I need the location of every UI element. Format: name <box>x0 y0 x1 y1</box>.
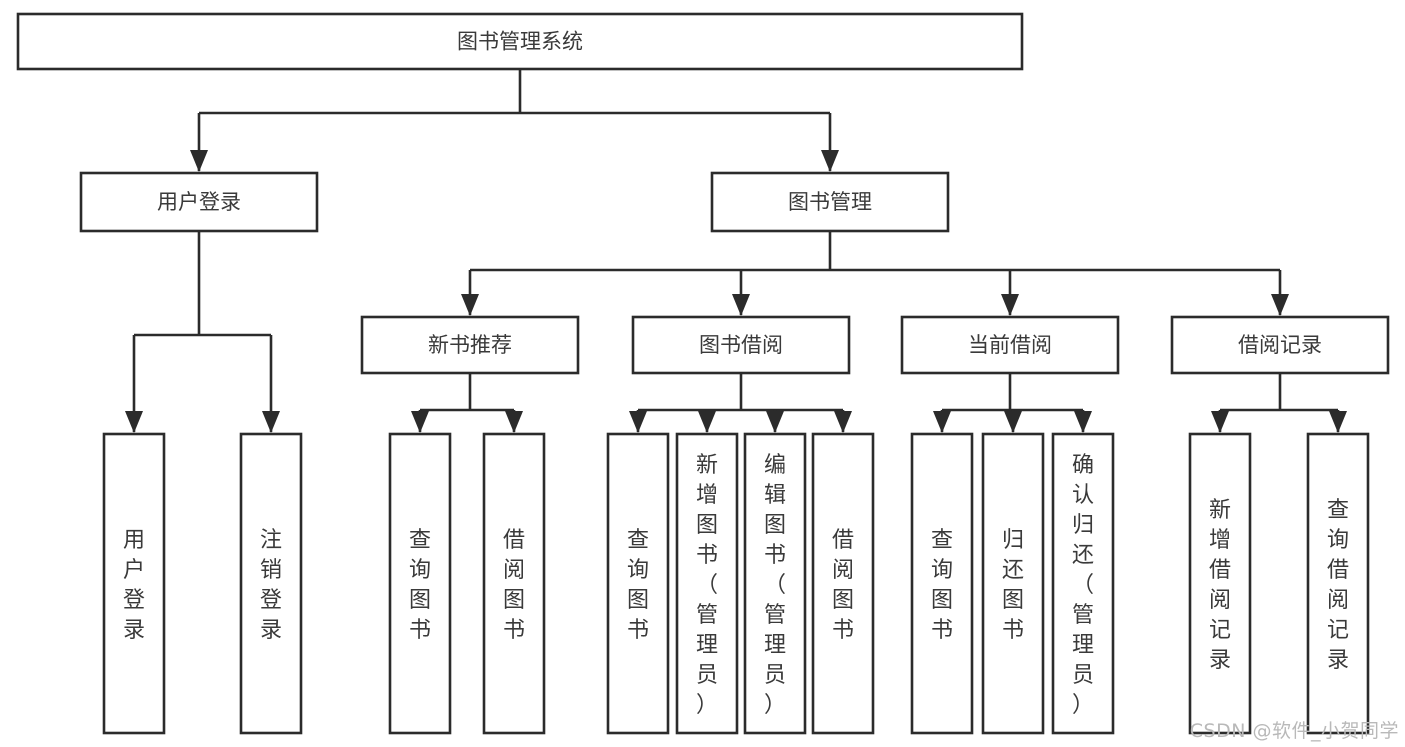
node-box-borrow-record <box>1170 315 1390 375</box>
node-box-leaf-add-borrow-record <box>1188 432 1252 735</box>
arrow-head-icon-leaf-confirm-return-admin <box>1074 411 1092 433</box>
arrow-head-icon-current-borrow <box>1001 294 1019 316</box>
node-label-leaf-query-book-rec: 查询图书 <box>409 528 431 643</box>
arrow-head-icon-leaf-edit-book-admin <box>766 411 784 433</box>
node-label-leaf-borrow-book-rec: 借阅图书 <box>503 528 525 643</box>
node-leaf-borrow-book-rec[interactable]: 借阅图书 <box>482 432 546 735</box>
node-borrow-record[interactable]: 借阅记录 <box>1170 315 1390 375</box>
node-label-new-book-recommend: 新书推荐 <box>428 333 512 357</box>
node-new-book-recommend[interactable]: 新书推荐 <box>360 315 580 375</box>
node-label-root: 图书管理系统 <box>457 30 583 54</box>
arrow-head-icon-leaf-add-book-admin <box>698 411 716 433</box>
node-leaf-borrow-book[interactable]: 借阅图书 <box>811 432 875 735</box>
node-box-leaf-borrow-book-rec <box>482 432 546 735</box>
node-user-login[interactable]: 用户登录 <box>79 171 319 233</box>
node-box-book-borrow <box>631 315 851 375</box>
arrow-head-icon-leaf-query-book-rec <box>411 411 429 433</box>
node-root[interactable]: 图书管理系统 <box>16 12 1024 71</box>
node-label-leaf-query-book-cur: 查询图书 <box>931 528 953 643</box>
node-label-leaf-return-book: 归还图书 <box>1002 528 1024 643</box>
node-leaf-add-book-admin[interactable]: 新增图书（管理员） <box>675 432 739 735</box>
node-label-user-login: 用户登录 <box>157 190 241 214</box>
node-box-leaf-query-book-cur <box>910 432 974 735</box>
node-leaf-return-book[interactable]: 归还图书 <box>981 432 1045 735</box>
node-box-leaf-borrow-book <box>811 432 875 735</box>
node-label-leaf-confirm-return-admin: 确认归还（管理员） <box>1072 453 1094 718</box>
node-label-borrow-record: 借阅记录 <box>1238 333 1322 357</box>
node-box-leaf-add-book-admin <box>675 432 739 735</box>
arrow-head-icon-borrow-record <box>1271 294 1289 316</box>
node-current-borrow[interactable]: 当前借阅 <box>900 315 1120 375</box>
node-label-leaf-query-book-borrow: 查询图书 <box>627 528 649 643</box>
node-label-book-borrow: 图书借阅 <box>699 333 783 357</box>
node-box-leaf-user-login <box>102 432 166 735</box>
node-label-current-borrow: 当前借阅 <box>968 333 1052 357</box>
connectors-layer <box>125 69 1347 433</box>
arrow-head-icon-leaf-return-book <box>1004 411 1022 433</box>
node-box-leaf-query-borrow-record <box>1306 432 1370 735</box>
arrow-head-icon-book-manage <box>821 150 839 172</box>
arrow-head-icon-leaf-borrow-book <box>834 411 852 433</box>
node-box-leaf-edit-book-admin <box>743 432 807 735</box>
arrow-head-icon-leaf-query-book-borrow <box>629 411 647 433</box>
arrow-head-icon-leaf-logout <box>262 411 280 433</box>
node-box-leaf-query-book-borrow <box>606 432 670 735</box>
node-label-book-manage: 图书管理 <box>788 190 872 214</box>
node-leaf-query-book-rec[interactable]: 查询图书 <box>388 432 452 735</box>
node-box-new-book-recommend <box>360 315 580 375</box>
node-label-leaf-user-login: 用户登录 <box>123 528 145 643</box>
arrow-head-icon-user-login <box>190 150 208 172</box>
node-box-leaf-confirm-return-admin <box>1051 432 1115 735</box>
node-book-borrow[interactable]: 图书借阅 <box>631 315 851 375</box>
node-leaf-add-borrow-record[interactable]: 新增借阅记录 <box>1188 432 1252 735</box>
node-box-book-manage <box>710 171 950 233</box>
node-label-leaf-add-book-admin: 新增图书（管理员） <box>696 453 718 718</box>
node-label-leaf-logout: 注销登录 <box>260 528 282 643</box>
node-leaf-logout[interactable]: 注销登录 <box>239 432 303 735</box>
arrow-head-icon-leaf-add-borrow-record <box>1211 411 1229 433</box>
node-label-leaf-edit-book-admin: 编辑图书（管理员） <box>764 453 786 718</box>
node-leaf-query-borrow-record[interactable]: 查询借阅记录 <box>1306 432 1370 735</box>
node-label-leaf-borrow-book: 借阅图书 <box>832 528 854 643</box>
arrow-head-icon-leaf-borrow-book-rec <box>505 411 523 433</box>
node-label-leaf-query-borrow-record: 查询借阅记录 <box>1327 498 1349 673</box>
arrow-head-icon-new-book-recommend <box>461 294 479 316</box>
arrow-head-icon-leaf-query-book-cur <box>933 411 951 433</box>
node-box-leaf-logout <box>239 432 303 735</box>
watermark-text: CSDN @软件_小贺同学 <box>1189 720 1399 742</box>
node-label-leaf-add-borrow-record: 新增借阅记录 <box>1209 498 1231 673</box>
arrow-head-icon-book-borrow <box>732 294 750 316</box>
nodes-layer: 图书管理系统用户登录图书管理新书推荐图书借阅当前借阅借阅记录用户登录注销登录查询… <box>16 12 1390 735</box>
node-leaf-confirm-return-admin[interactable]: 确认归还（管理员） <box>1051 432 1115 735</box>
node-box-leaf-return-book <box>981 432 1045 735</box>
node-leaf-user-login[interactable]: 用户登录 <box>102 432 166 735</box>
node-box-user-login <box>79 171 319 233</box>
node-box-root <box>16 12 1024 71</box>
node-leaf-query-book-borrow[interactable]: 查询图书 <box>606 432 670 735</box>
node-box-leaf-query-book-rec <box>388 432 452 735</box>
node-leaf-query-book-cur[interactable]: 查询图书 <box>910 432 974 735</box>
node-box-current-borrow <box>900 315 1120 375</box>
arrow-head-icon-leaf-query-borrow-record <box>1329 411 1347 433</box>
node-leaf-edit-book-admin[interactable]: 编辑图书（管理员） <box>743 432 807 735</box>
node-book-manage[interactable]: 图书管理 <box>710 171 950 233</box>
arrow-head-icon-leaf-user-login <box>125 411 143 433</box>
